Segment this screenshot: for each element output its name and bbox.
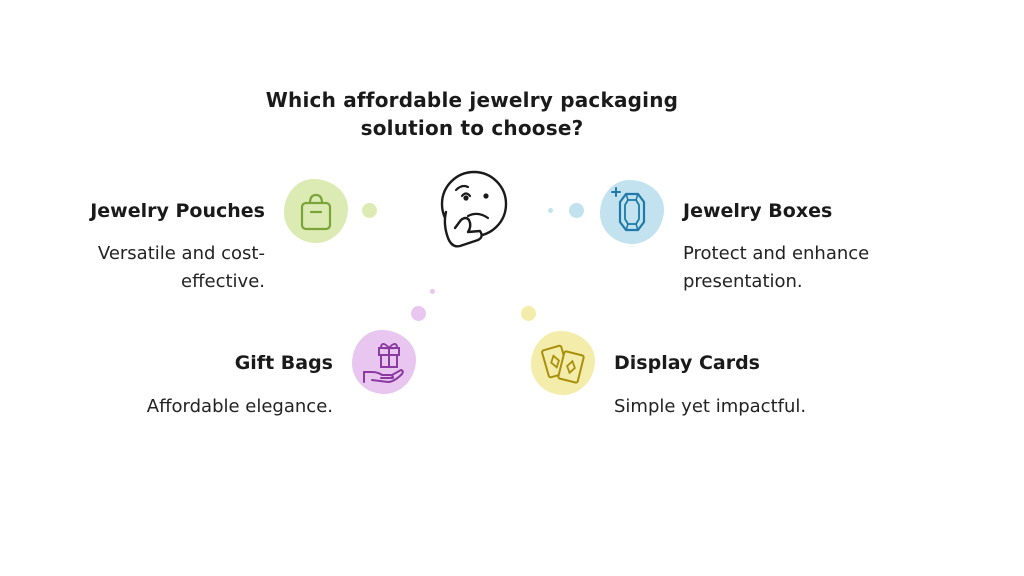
pouches-heading: Jewelry Pouches [90, 200, 265, 222]
cards-icon-badge [531, 331, 595, 395]
diagram-title: Which affordable jewelry packaging solut… [265, 88, 679, 140]
gifts-description: Affordable elegance. [146, 396, 333, 417]
boxes-heading: Jewelry Boxes [683, 200, 833, 222]
playing-cards-icon [541, 344, 585, 384]
cards-heading: Display Cards [614, 352, 760, 374]
cards-description: Simple yet impactful. [614, 396, 807, 417]
bag-icon [300, 193, 332, 231]
gifts-icon-badge [352, 330, 416, 394]
connector-dot [569, 203, 584, 218]
pouches-icon-badge [284, 179, 348, 243]
connector-dot [411, 306, 426, 321]
connector-dot [548, 208, 553, 213]
thinking-face-icon [440, 170, 508, 248]
gift-hand-icon [363, 343, 404, 383]
connector-dot [521, 306, 536, 321]
pouches-description: Versatile and cost-effective. [97, 243, 265, 292]
boxes-description: Protect and enhance presentation. [683, 243, 870, 292]
connector-dot [430, 289, 435, 294]
gifts-heading: Gift Bags [234, 352, 333, 374]
gem-icon [611, 187, 646, 232]
connector-dot [362, 203, 377, 218]
boxes-icon-badge [600, 180, 664, 244]
